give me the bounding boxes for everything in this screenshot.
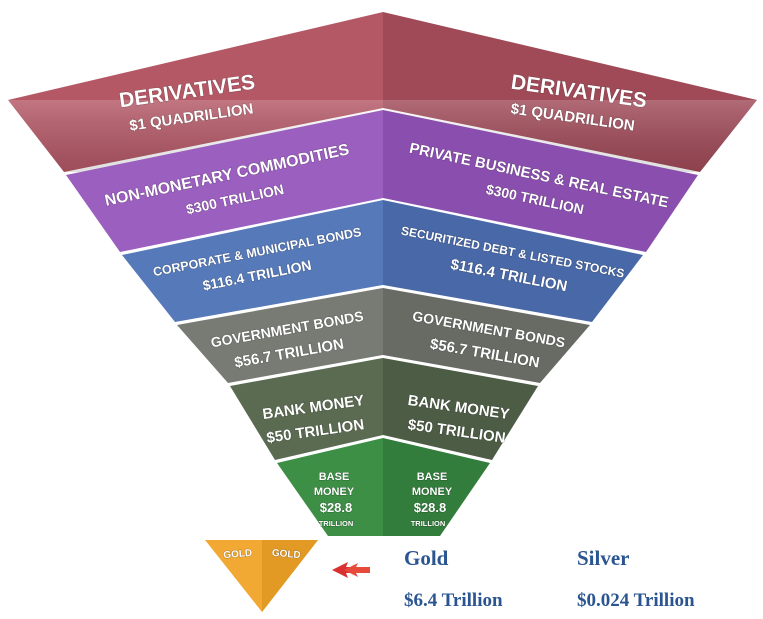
gold-triangle-left-label: GOLD (223, 548, 253, 561)
tier-government-bonds-left-face (177, 288, 383, 383)
tier-base-money-left-face (277, 438, 383, 536)
tier-bank-money: BANK MONEY $50 TRILLION BANK MONEY $50 T… (230, 358, 538, 460)
tier-base-money-right-title2: MONEY (412, 486, 453, 498)
tier-commodities-left-face (66, 110, 383, 252)
tier-base-money-left-title2: MONEY (314, 486, 355, 498)
tier-bonds-securities: CORPORATE & MUNICIPAL BONDS $116.4 TRILL… (122, 200, 643, 322)
tier-bank-money-right-face (383, 358, 538, 460)
gold-triangle-right-label: GOLD (271, 548, 301, 561)
tier-base-money-right-value: $28.8 (414, 500, 447, 515)
tier-base-money-right-face (383, 438, 490, 536)
tier-base-money: BASE MONEY $28.8 TRILLION BASE MONEY $28… (277, 438, 490, 536)
tier-base-money-left-value: $28.8 (320, 500, 353, 515)
tier-bank-money-left-face (230, 358, 383, 460)
legend-gold-name: Gold (404, 546, 449, 570)
tier-commodities-right-face (383, 110, 698, 252)
tier-government-bonds-right-face (383, 288, 590, 383)
tier-base-money-right-unit: TRILLION (411, 519, 446, 528)
tier-base-money-right-title: BASE (417, 471, 448, 483)
tier-base-money-left-unit: TRILLION (319, 519, 354, 528)
legend-gold-value: $6.4 Trillion (404, 590, 503, 611)
legend-silver-value: $0.024 Trillion (577, 590, 695, 611)
pointer-arrow-icon (332, 562, 370, 578)
tier-bonds-left-face (122, 200, 383, 322)
gold-triangle: GOLD GOLD (205, 540, 318, 612)
legend-silver-name: Silver (577, 546, 630, 570)
tier-base-money-left-title: BASE (319, 471, 350, 483)
tier-securities-right-face (383, 200, 643, 322)
